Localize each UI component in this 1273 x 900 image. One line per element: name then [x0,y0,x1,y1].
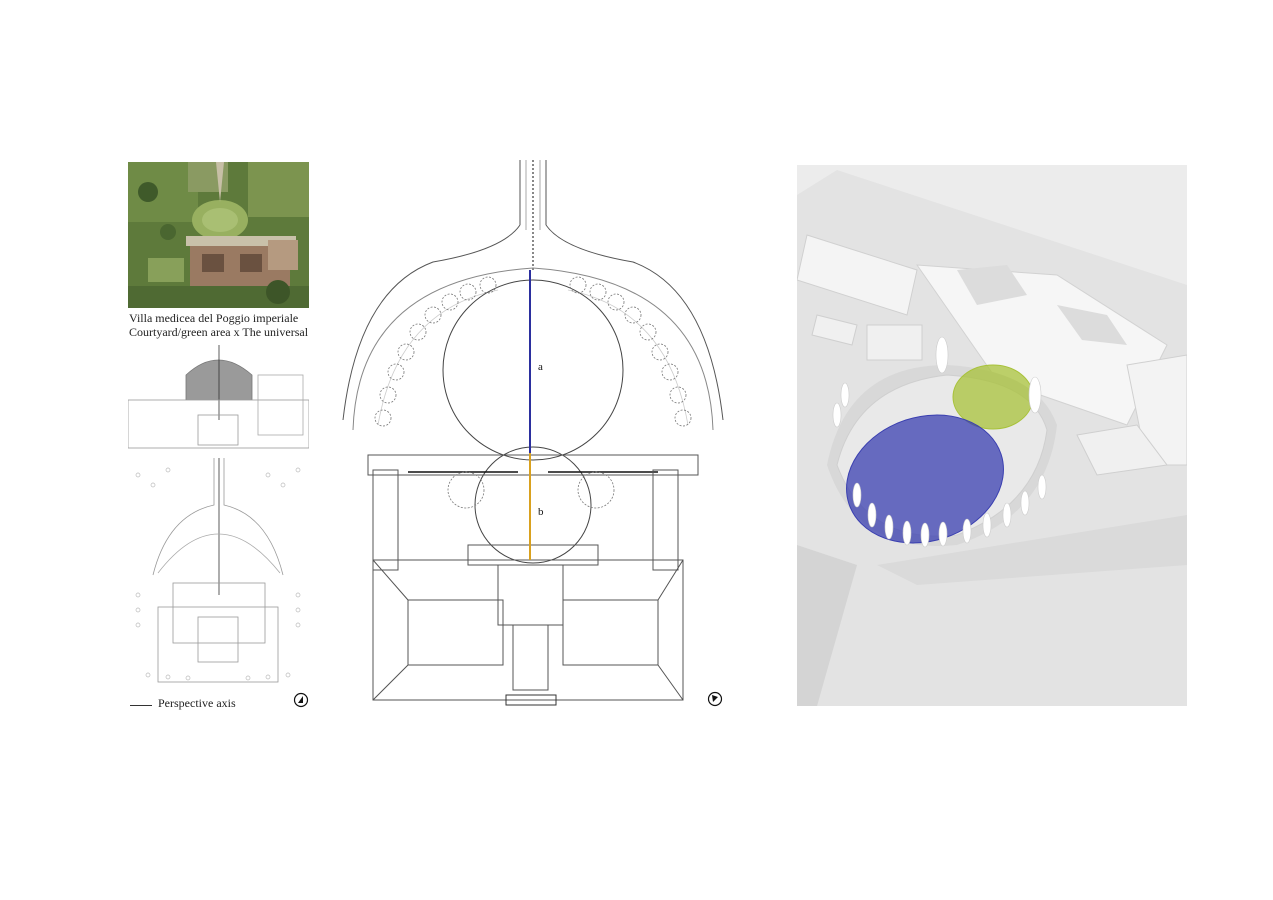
aerial-photo [128,162,309,308]
legend: Perspective axis [130,695,236,711]
site-plan-drawing [127,345,310,690]
north-arrow-icon [707,691,723,712]
legend-line [130,704,152,706]
axis-a-label: a [538,361,543,373]
caption-subtitle: Courtyard/green area x The universal [129,325,309,339]
main-plan-drawing: a b [338,160,728,710]
axonometric-view [796,165,1188,706]
north-arrow-icon [293,692,309,713]
caption-title: Villa medicea del Poggio imperiale [129,311,299,325]
legend-label: Perspective axis [158,695,236,710]
axis-b-label: b [538,506,544,518]
